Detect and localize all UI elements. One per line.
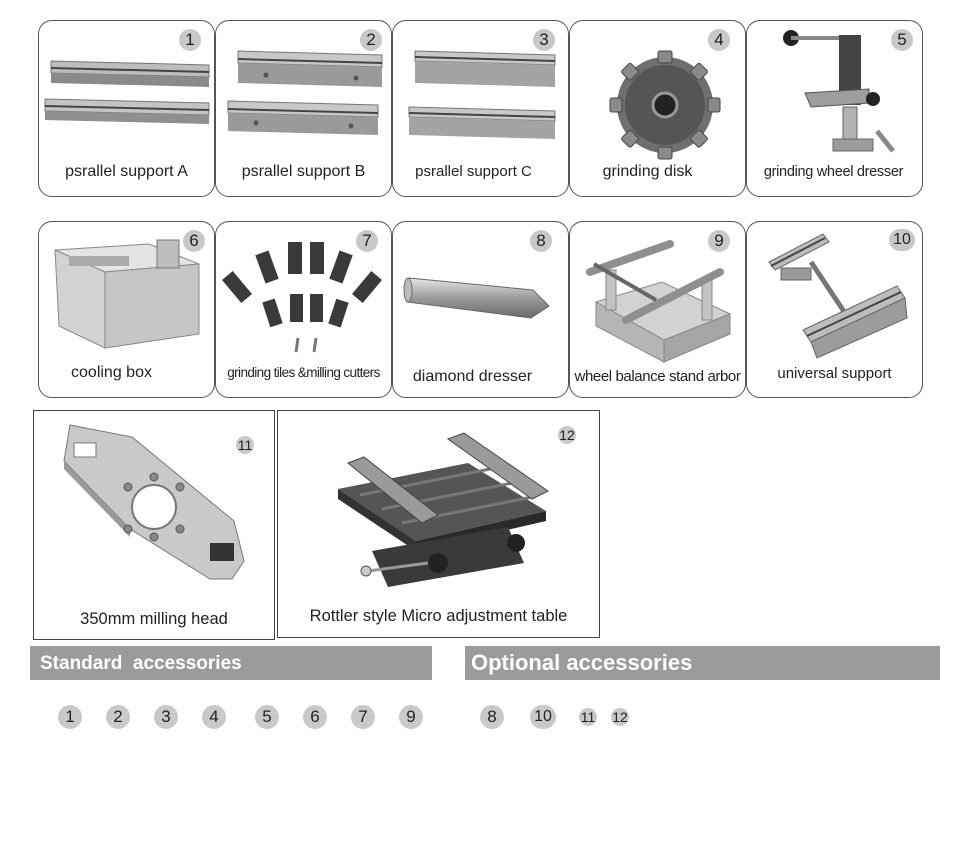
standard-number-badge: 4	[202, 705, 226, 729]
item-number-badge: 12	[558, 426, 576, 444]
item-label: universal support	[777, 365, 892, 382]
standard-number-badge: 7	[351, 705, 375, 729]
accessory-card-6: 6 cooling box	[38, 221, 215, 398]
standard-accessories-header: Standard accessories	[30, 646, 432, 680]
accessory-card-10: 10 universal support	[746, 221, 923, 398]
item-number-badge: 11	[236, 436, 254, 454]
optional-number-badge: 8	[480, 705, 504, 729]
adjustment-table-icon	[338, 432, 549, 587]
accessory-card-7: 7 grinding tiles &milling cutters	[215, 221, 392, 398]
accessory-card-3: 3 psrallel support C	[392, 20, 569, 197]
grinding-tiles-icon	[221, 242, 383, 353]
item-label: grinding wheel dresser	[763, 164, 904, 180]
accessory-card-2: 2 psrallel support B	[215, 20, 392, 197]
item-label: psrallel support A	[65, 163, 188, 180]
standard-number-badge: 5	[255, 705, 279, 729]
parallel-bars-icon	[44, 60, 210, 124]
standard-number-badge: 1	[58, 705, 82, 729]
accessory-card-5: 5 grinding wheel dresser	[746, 20, 923, 197]
item-number-badge: 10	[889, 229, 915, 251]
item-number-badge: 8	[530, 230, 552, 252]
accessory-card-9: 9 wheel balance stand arbor	[569, 221, 746, 398]
item-label: wheel balance stand arbor	[574, 368, 741, 385]
item-number-badge: 1	[179, 29, 201, 51]
item-label: 350mm milling head	[80, 610, 228, 628]
standard-accessories-title: Standard accessories	[40, 653, 242, 674]
optional-number-badge: 12	[611, 708, 629, 726]
item-number-badge: 9	[708, 230, 730, 252]
cooling-box-icon	[54, 239, 200, 349]
accessory-card-1: 1 psrallel support A	[38, 20, 215, 197]
accessory-card-4: 4 grinding disk	[569, 20, 746, 197]
item-label: grinding tiles &milling cutters	[227, 365, 380, 380]
balance-stand-icon	[586, 240, 732, 363]
optional-number-badge: 11	[579, 708, 597, 726]
item-number-badge: 6	[183, 230, 205, 252]
item-label: grinding disk	[602, 163, 693, 180]
diamond-dresser-icon	[403, 277, 550, 319]
standard-number-badge: 6	[303, 705, 327, 729]
grinding-disk-icon	[609, 50, 721, 160]
accessory-card-11: 11 350mm milling head	[33, 410, 275, 640]
parallel-bars-icon	[227, 50, 383, 135]
optional-accessories-header: Optional accessories	[465, 646, 940, 680]
parallel-bars-icon	[408, 50, 556, 139]
optional-number-badge: 10	[530, 705, 556, 729]
item-number-badge: 7	[356, 230, 378, 252]
accessory-card-8: 8 diamond dresser	[392, 221, 569, 398]
item-number-badge: 2	[360, 29, 382, 51]
wheel-dresser-icon	[783, 30, 895, 153]
optional-accessories-title: Optional accessories	[471, 650, 693, 675]
standard-number-badge: 3	[154, 705, 178, 729]
standard-number-badge: 9	[399, 705, 423, 729]
item-label: psrallel support C	[415, 163, 532, 180]
item-number-badge: 5	[891, 29, 913, 51]
accessory-card-12: 12 Rottler style Micro adjustment table	[277, 410, 600, 638]
universal-support-icon	[768, 233, 908, 359]
item-label: Rottler style Micro adjustment table	[309, 607, 568, 625]
item-label: cooling box	[71, 364, 152, 381]
milling-head-icon	[63, 424, 245, 580]
item-label: diamond dresser	[412, 368, 533, 385]
item-number-badge: 4	[708, 29, 730, 51]
item-number-badge: 3	[533, 29, 555, 51]
item-label: psrallel support B	[241, 163, 366, 180]
standard-number-badge: 2	[106, 705, 130, 729]
